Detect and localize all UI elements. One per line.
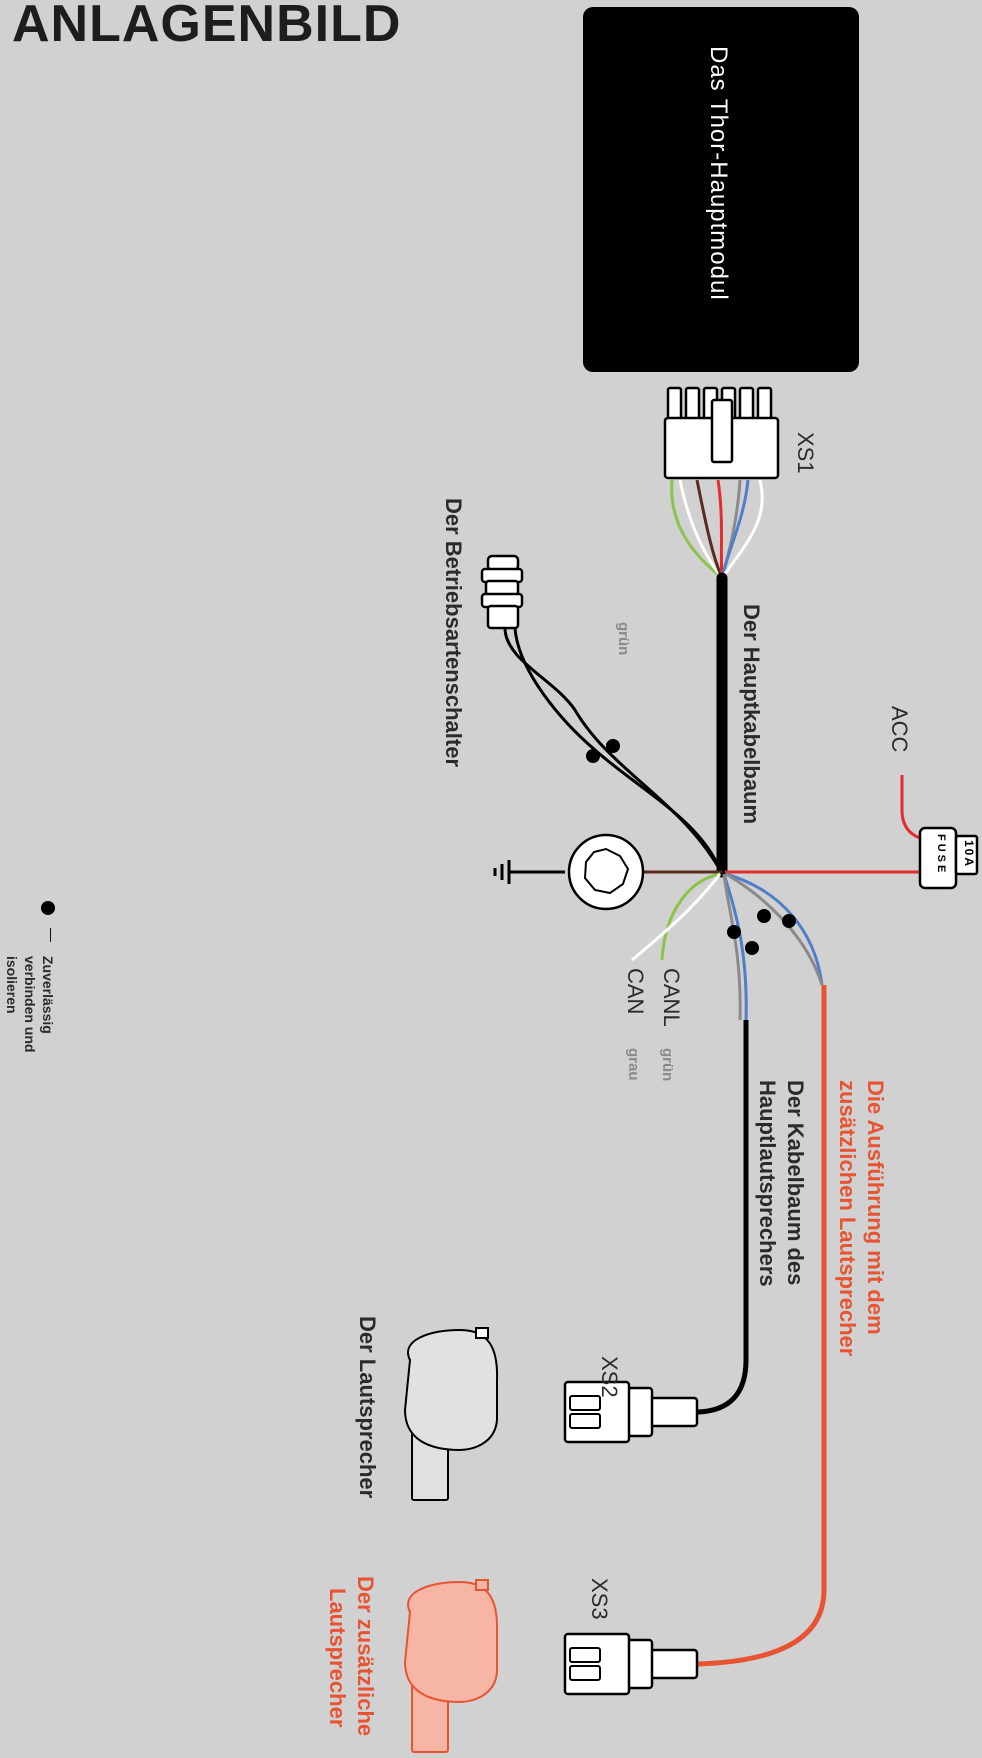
speaker-harness-label-line1: Der Kabelbaum des bbox=[783, 1080, 808, 1286]
speaker-wires bbox=[722, 872, 824, 1021]
acc-label: ACC bbox=[887, 706, 912, 753]
extra-speaker-icon bbox=[403, 1579, 499, 1753]
extra-speaker-label-line2: Lautsprecher bbox=[325, 1588, 350, 1728]
canl-color-label: grün bbox=[659, 1048, 676, 1082]
extra-speaker-label-line1: Der zusätzliche bbox=[353, 1576, 378, 1737]
fuse-rating: 10A bbox=[962, 840, 976, 869]
legend-dot bbox=[41, 901, 55, 915]
junction-dot bbox=[586, 749, 600, 763]
extra-option-label-line2: zusätzlichen Lautsprecher bbox=[835, 1080, 860, 1357]
legend-dash: — bbox=[44, 928, 60, 942]
extra-option-label-line1: Die Ausführung mit dem bbox=[863, 1080, 888, 1335]
ground-terminal-icon bbox=[493, 833, 645, 911]
xs2-label: XS2 bbox=[597, 1356, 622, 1398]
can-label: CAN bbox=[623, 968, 648, 1015]
canl-label: CANL bbox=[659, 968, 684, 1027]
xs3-connector bbox=[563, 1632, 699, 1696]
speaker-label: Der Lautsprecher bbox=[355, 1316, 380, 1499]
xs3-label: XS3 bbox=[587, 1578, 612, 1620]
extra-speaker-cable bbox=[697, 985, 827, 1667]
can-color-label: grau bbox=[625, 1048, 642, 1081]
fuse-text: FUSE bbox=[935, 834, 947, 876]
fuse-icon bbox=[918, 826, 979, 890]
xs1-label: XS1 bbox=[793, 432, 818, 474]
junction-dot bbox=[757, 909, 771, 923]
speaker-harness-label-line2: Hauptlautsprechers bbox=[755, 1080, 780, 1287]
mode-switch-label: Der Betriebsartenschalter bbox=[441, 498, 466, 768]
main-module bbox=[583, 7, 859, 372]
can-wire bbox=[631, 873, 722, 962]
main-harness-label: Der Hauptkabelbaum bbox=[739, 604, 764, 825]
junction-dot bbox=[606, 739, 620, 753]
speaker-icon bbox=[403, 1327, 499, 1501]
canl-wire bbox=[660, 872, 721, 961]
xs1-connector bbox=[663, 386, 780, 480]
xs2-connector bbox=[563, 1380, 699, 1444]
junction-dot bbox=[727, 925, 741, 939]
mode-switch-icon bbox=[480, 554, 524, 630]
xs1-wires bbox=[670, 479, 764, 580]
gruen-label: grün bbox=[615, 622, 632, 656]
legend-line1: Zuverlässig bbox=[40, 956, 56, 1034]
page-title: ANLAGENBILD bbox=[12, 0, 402, 53]
junction-dot bbox=[745, 941, 759, 955]
junction-dot bbox=[782, 914, 796, 928]
speaker-harness-cable bbox=[697, 1020, 749, 1415]
module-label: Das Thor-Hauptmodul bbox=[705, 46, 732, 301]
legend-line3: isolieren bbox=[4, 956, 20, 1014]
legend-line2: verbinden und bbox=[22, 956, 38, 1053]
